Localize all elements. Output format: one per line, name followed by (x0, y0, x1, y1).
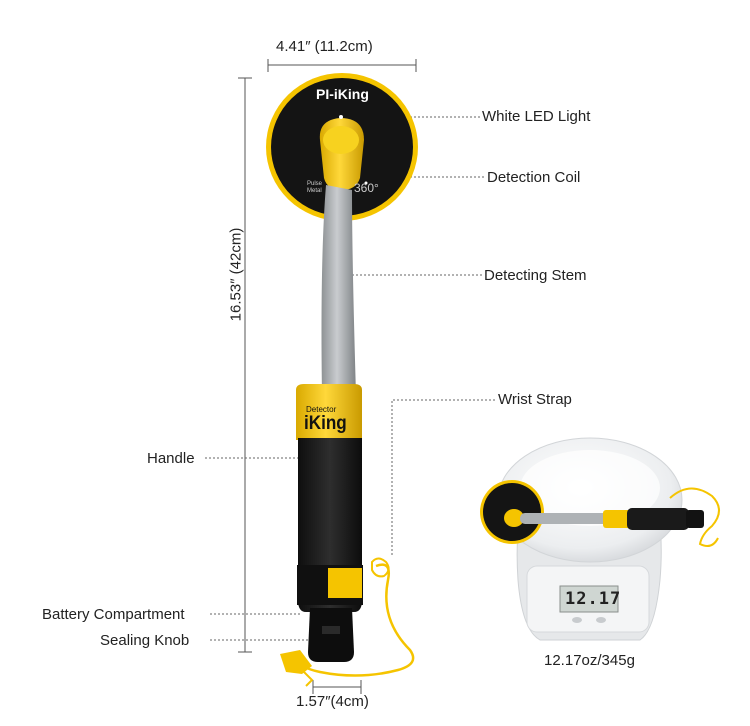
coil-text-degrees: 360° (354, 181, 379, 195)
callout-knob: Sealing Knob (100, 632, 190, 649)
callout-led: White LED Light (482, 108, 591, 125)
weighing-scale-photo (480, 437, 720, 641)
handle-text-big: iKing (304, 413, 347, 434)
coil-text-metal: Metal (307, 188, 322, 194)
knob-width-dimension: 1.57″(4cm) (296, 693, 369, 710)
callout-battery: Battery Compartment (42, 606, 185, 623)
handle-text-small: Detector (306, 405, 337, 414)
length-dimension: 16.53″ (42cm) (227, 227, 245, 322)
coil-text-pulse: Pulse (307, 181, 323, 187)
scale-display: 12.17 (565, 589, 622, 609)
brand-logo: PI-iKing (316, 86, 369, 102)
callout-stem: Detecting Stem (484, 267, 587, 284)
pinpointer-detector (266, 73, 418, 687)
coil-width-dimension: 4.41″ (11.2cm) (276, 38, 373, 55)
weight-caption: 12.17oz/345g (544, 652, 635, 669)
callout-coil: Detection Coil (487, 169, 581, 186)
callout-strap: Wrist Strap (498, 391, 572, 408)
callout-handle: Handle (147, 450, 195, 467)
dimension-lines (238, 59, 417, 694)
